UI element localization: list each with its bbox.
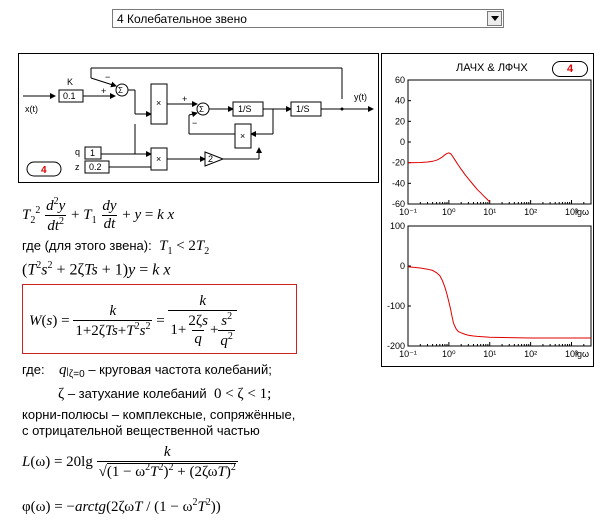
chevron-down-icon[interactable] bbox=[487, 11, 502, 26]
svg-text:1/S: 1/S bbox=[296, 104, 310, 114]
zeta-description: ζ – затухание колебаний 0 < ζ < 1; bbox=[58, 386, 272, 402]
block-diagram: x(t) K 0.1 + Σ − × + Σ 1/S 1/S bbox=[18, 53, 379, 183]
amplitude-y-tick-label: 60 bbox=[395, 75, 405, 85]
svg-text:1/S: 1/S bbox=[238, 104, 252, 114]
amplitude-x-axis-label: lgω bbox=[575, 207, 589, 217]
plots-title: ЛАЧХ & ЛФЧХ bbox=[456, 62, 528, 74]
output-label: y(t) bbox=[354, 92, 367, 102]
poles-line-2: с отрицательной вещественной частью bbox=[22, 423, 260, 438]
amplitude-y-tick-label: 40 bbox=[395, 96, 405, 106]
svg-text:+: + bbox=[101, 86, 106, 96]
formula-amplitude: L(ω) = 20lg k√(1 − ω2T2)2 + (2ζωT)2 bbox=[22, 444, 238, 480]
amplitude-plot-area bbox=[407, 79, 592, 205]
svg-text:−: − bbox=[105, 72, 110, 82]
phase-x-tick-label: 10⁰ bbox=[442, 349, 456, 359]
gain-2 bbox=[204, 151, 225, 167]
phase-y-tick-label: -100 bbox=[387, 301, 405, 311]
k-label: K bbox=[67, 77, 73, 87]
phase-y-tick-label: -200 bbox=[387, 341, 405, 351]
q-description: где: q|ζ=0 – круговая частота колебаний; bbox=[22, 362, 272, 380]
poles-line-1: корни-полюсы – комплексные, сопряжённые, bbox=[22, 407, 296, 422]
phase-x-tick-label: 10¹ bbox=[483, 349, 496, 359]
amplitude-x-tick-label: 10⁰ bbox=[442, 207, 456, 217]
svg-text:2: 2 bbox=[208, 154, 213, 164]
multiplier-2 bbox=[234, 123, 252, 149]
phase-x-tick-label: 10² bbox=[524, 349, 537, 359]
phase-curve bbox=[407, 266, 591, 339]
k-value: 0.1 bbox=[63, 91, 76, 101]
amplitude-x-tick-label: 10¹ bbox=[483, 207, 496, 217]
formula-phase: φ(ω) = −arctg(2ζωT / (1 − ω2T2)) bbox=[22, 497, 221, 515]
svg-text:Σ: Σ bbox=[199, 105, 204, 114]
svg-text:×: × bbox=[156, 154, 161, 164]
z-label: z bbox=[75, 162, 80, 172]
svg-text:4: 4 bbox=[41, 165, 47, 176]
svg-text:Σ: Σ bbox=[118, 86, 123, 95]
svg-text:×: × bbox=[240, 131, 245, 141]
q-label: q bbox=[75, 147, 80, 157]
phase-plot-area bbox=[407, 225, 592, 347]
svg-text:+: + bbox=[182, 94, 187, 104]
amplitude-y-tick-label: 20 bbox=[395, 116, 405, 126]
scheme-badge bbox=[26, 161, 62, 177]
amplitude-y-tick-label: -20 bbox=[392, 158, 405, 168]
amplitude-x-tick-label: 10² bbox=[524, 207, 537, 217]
amplitude-curve bbox=[407, 152, 491, 203]
svg-text:−: − bbox=[192, 118, 197, 128]
formula-operator: (T2s2 + 2ζTs + 1)y = k x bbox=[22, 260, 171, 279]
svg-text:×: × bbox=[156, 98, 161, 108]
phase-x-tick-label: 10³ bbox=[565, 349, 578, 359]
amplitude-y-tick-label: -60 bbox=[392, 199, 405, 209]
amplitude-x-tick-label: 10⁻¹ bbox=[399, 207, 417, 217]
phase-x-tick-label: 10⁻¹ bbox=[399, 349, 417, 359]
amplitude-y-tick-label: -40 bbox=[392, 178, 405, 188]
plots-badge: 4 bbox=[552, 61, 588, 77]
amplitude-x-tick-label: 10³ bbox=[565, 207, 578, 217]
phase-x-axis-label: lgω bbox=[575, 349, 589, 359]
input-label: x(t) bbox=[25, 104, 38, 114]
select-value: 4 Колебательное звено bbox=[117, 12, 247, 26]
phase-y-tick-label: 100 bbox=[390, 221, 405, 231]
z-value: 0.2 bbox=[89, 162, 102, 172]
q-input[interactable] bbox=[84, 146, 102, 160]
phase-y-tick-label: 0 bbox=[400, 261, 405, 271]
formula-condition: где (для этого звена): T1 < 2T2 bbox=[22, 238, 210, 257]
link-type-select[interactable]: 4 Колебательное звено bbox=[112, 9, 504, 28]
q-value: 1 bbox=[90, 148, 95, 158]
amplitude-y-tick-label: 0 bbox=[400, 137, 405, 147]
